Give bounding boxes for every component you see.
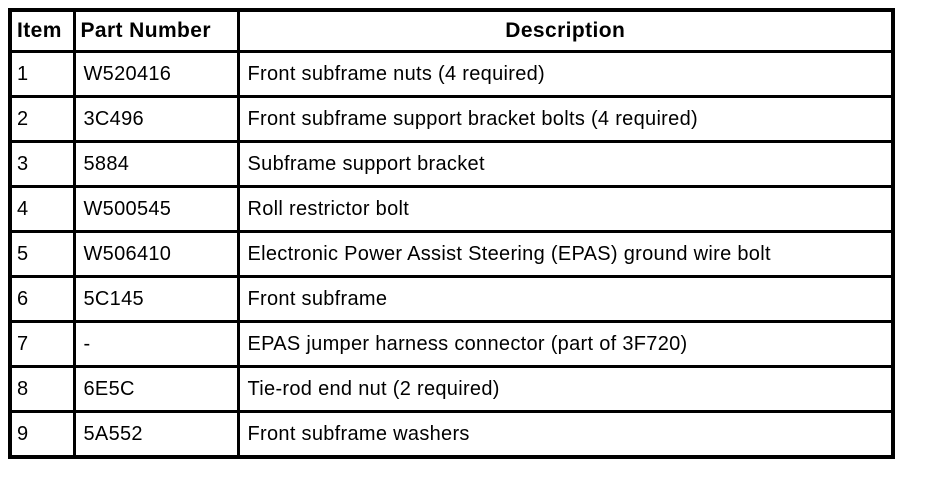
part-number-cell: 3C496: [72, 95, 240, 143]
table-row: 7 - EPAS jumper harness connector (part …: [8, 320, 895, 368]
part-number-cell: W520416: [72, 50, 240, 98]
item-cell: 8: [8, 365, 76, 413]
item-cell: 7: [8, 320, 76, 368]
description-cell: Subframe support bracket: [236, 140, 895, 188]
table-row: 9 5A552 Front subframe washers: [8, 410, 895, 459]
item-cell: 3: [8, 140, 76, 188]
description-cell: Roll restrictor bolt: [236, 185, 895, 233]
item-cell: 4: [8, 185, 76, 233]
description-cell: Tie-rod end nut (2 required): [236, 365, 895, 413]
column-header-part-number: Part Number: [72, 8, 240, 53]
table-row: 1 W520416 Front subframe nuts (4 require…: [8, 50, 895, 98]
part-number-cell: 5884: [72, 140, 240, 188]
item-cell: 1: [8, 50, 76, 98]
part-number-cell: 5A552: [72, 410, 240, 459]
column-header-description: Description: [236, 8, 895, 53]
item-cell: 9: [8, 410, 76, 459]
table-row: 4 W500545 Roll restrictor bolt: [8, 185, 895, 233]
part-number-cell: -: [72, 320, 240, 368]
description-cell: Front subframe washers: [236, 410, 895, 459]
table-row: 3 5884 Subframe support bracket: [8, 140, 895, 188]
description-cell: Front subframe support bracket bolts (4 …: [236, 95, 895, 143]
table-row: 6 5C145 Front subframe: [8, 275, 895, 323]
parts-table: Item Part Number Description 1 W520416 F…: [8, 8, 895, 459]
item-cell: 2: [8, 95, 76, 143]
item-cell: 5: [8, 230, 76, 278]
parts-table-body: 1 W520416 Front subframe nuts (4 require…: [8, 50, 895, 459]
table-row: 5 W506410 Electronic Power Assist Steeri…: [8, 230, 895, 278]
table-row: 8 6E5C Tie-rod end nut (2 required): [8, 365, 895, 413]
description-cell: Front subframe nuts (4 required): [236, 50, 895, 98]
part-number-cell: 5C145: [72, 275, 240, 323]
header-row: Item Part Number Description: [8, 8, 895, 53]
part-number-cell: 6E5C: [72, 365, 240, 413]
item-cell: 6: [8, 275, 76, 323]
description-cell: Electronic Power Assist Steering (EPAS) …: [236, 230, 895, 278]
description-cell: EPAS jumper harness connector (part of 3…: [236, 320, 895, 368]
table-row: 2 3C496 Front subframe support bracket b…: [8, 95, 895, 143]
part-number-cell: W506410: [72, 230, 240, 278]
parts-table-header: Item Part Number Description: [8, 8, 895, 53]
part-number-cell: W500545: [72, 185, 240, 233]
description-cell: Front subframe: [236, 275, 895, 323]
column-header-item: Item: [8, 8, 76, 53]
